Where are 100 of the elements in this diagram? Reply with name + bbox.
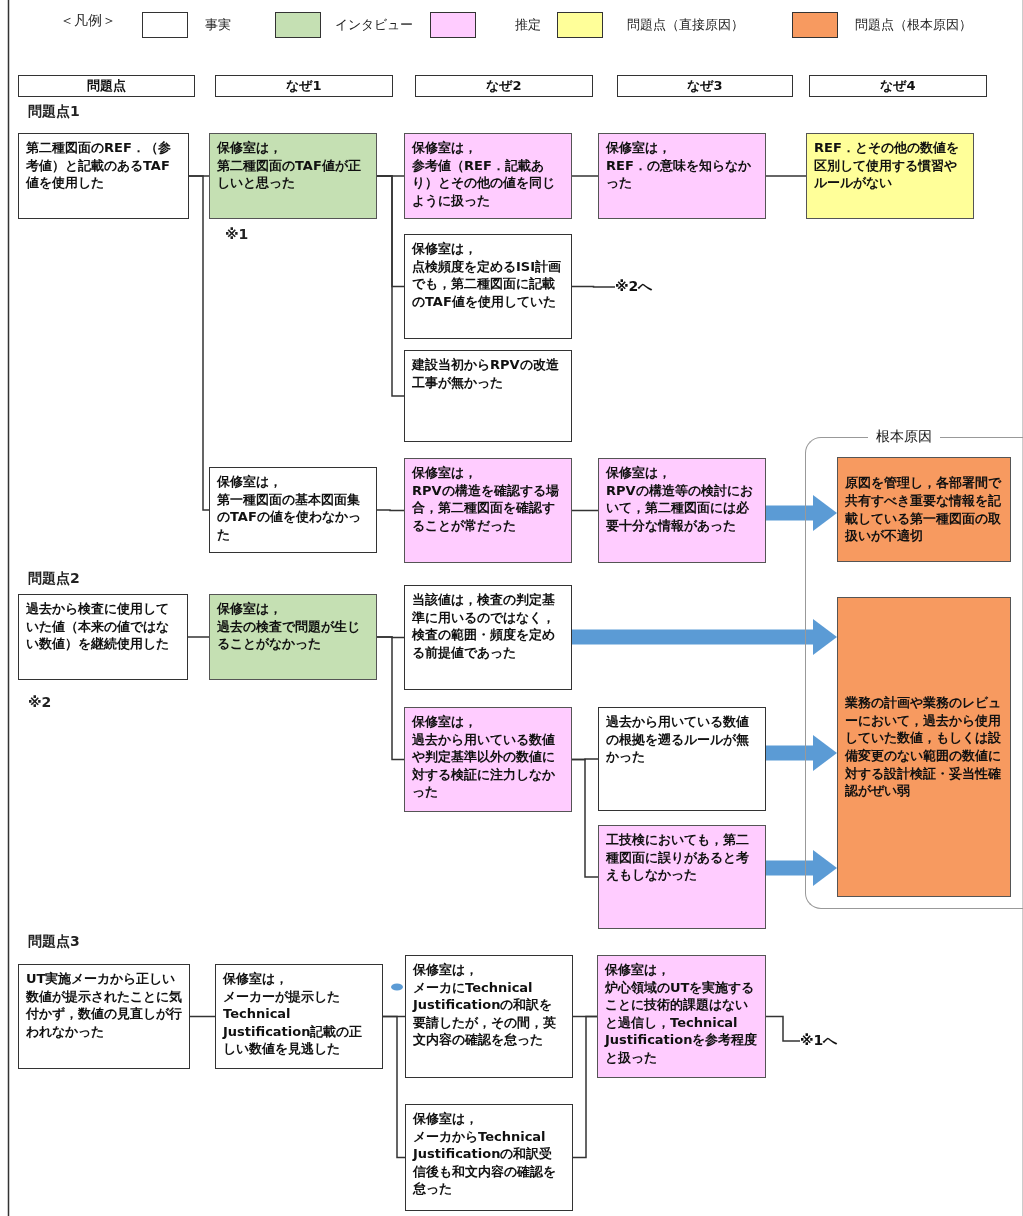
note-text: ※2へ — [615, 277, 685, 297]
legend-title: ＜凡例＞ — [60, 12, 116, 30]
block-arrow — [572, 619, 837, 655]
connector-line — [189, 1015, 216, 1018]
column-header — [617, 75, 793, 97]
node-text: 当該値は，検査の判定基準に用いるのではなく，検査の範囲・頻度を定める前提値であった — [412, 591, 556, 662]
section-heading: 問題点3 — [28, 933, 80, 951]
estimate-box — [598, 458, 766, 563]
estimate-box — [598, 825, 766, 929]
node-text: 保修室は， — [606, 139, 672, 157]
estimate-box — [597, 955, 766, 1078]
section-heading: 問題点1 — [28, 103, 80, 121]
fact-box — [598, 707, 766, 811]
node-text: 過去から検査に使用していた値（本来の値ではない数値）を継続使用した — [26, 600, 170, 653]
fact-box — [18, 133, 189, 219]
interview-box — [209, 594, 377, 680]
node-text: 保修室は， — [413, 1110, 479, 1128]
connector-line — [571, 509, 599, 512]
header-text: 問題点 — [87, 77, 126, 95]
header-text: なぜ1 — [286, 77, 322, 95]
connector-line — [376, 509, 405, 512]
fact-box — [18, 594, 188, 680]
node-text: 保修室は， — [606, 464, 672, 482]
node-text: 保修室は， — [412, 240, 478, 258]
node-text: メーカからTechnical Justificationの和訳受信後も和文内容の確認を怠った — [413, 1127, 557, 1198]
node-text: 保修室は， — [217, 139, 283, 157]
node-text: 原図を管理し，各部署間で共有すべき重要な情報を記載している第一種図面の取扱いが不適切 — [845, 474, 1003, 545]
fact-box — [405, 1104, 573, 1211]
root-cause-box — [837, 597, 1011, 897]
node-text: RPVの構造を確認する場合，第二種図面を確認することが常だった — [412, 481, 560, 535]
node-text: REF．の意味を知らなかった — [606, 156, 752, 192]
connector-line — [376, 175, 405, 397]
connector-line — [376, 636, 405, 761]
connector-line — [188, 175, 210, 511]
connector-line — [765, 175, 807, 177]
block-arrow — [766, 735, 837, 771]
estimate-box — [404, 458, 572, 563]
estimate-box — [404, 133, 572, 219]
note-mark: ※2 — [28, 694, 52, 710]
node-text: 建設当初からRPVの改造工事が無かった — [412, 356, 560, 392]
node-text: 炉心領域のUTを実施することに技術的課題はないと過信し，Technical Justificationを参考程度と扱った — [605, 978, 758, 1067]
node-text: 第一種図面の基本図面集のTAFの値を使わなかった — [217, 490, 362, 544]
legend-text: 推定 — [515, 16, 541, 34]
legend-text: インタビュー — [335, 16, 413, 34]
direct-cause-box — [806, 133, 974, 219]
legend-text: 事実 — [205, 16, 231, 34]
header-text: なぜ2 — [486, 77, 522, 95]
node-text: 保修室は， — [412, 139, 478, 157]
estimate-box — [598, 133, 766, 219]
block-arrow — [766, 850, 837, 886]
fact-box — [404, 234, 572, 339]
interview-box — [209, 133, 377, 219]
note-mark: ※1 — [225, 226, 249, 242]
fact-box — [404, 585, 572, 690]
connector-line — [765, 1015, 801, 1042]
note-text: ※1へ — [800, 1031, 870, 1051]
root-cause-box — [837, 457, 1011, 562]
group-heading: 根本原因 — [868, 427, 940, 446]
node-text: 保修室は， — [223, 970, 289, 988]
connector-line — [187, 636, 210, 638]
header-text: なぜ4 — [880, 77, 916, 95]
node-text: 過去から用いている数値や判定基準以外の数値に対する検証に注力しなかった — [412, 730, 556, 801]
node-text: 保修室は， — [412, 464, 478, 482]
node-text: 保修室は， — [605, 961, 671, 979]
fact-box — [215, 964, 383, 1069]
node-text: 点検頻度を定めるISI計画でも，第二種図面に記載のTAF値を使用していた — [412, 257, 563, 311]
block-arrow — [766, 495, 837, 531]
legend-text: 問題点（根本原因） — [855, 16, 972, 34]
node-text: 保修室は， — [413, 961, 479, 979]
fact-box — [404, 350, 572, 442]
header-text: なぜ3 — [687, 77, 723, 95]
node-text: 保修室は， — [412, 713, 478, 731]
node-text: UT実施メーカから正しい数値が提示されたことに気付かず，数値の見直しが行われなかった — [26, 970, 182, 1041]
node-text: 第二種図面のREF．（参考値）と記載のあるTAF値を使用した — [26, 139, 172, 192]
estimate-box — [404, 707, 572, 812]
connector-line — [571, 758, 599, 878]
node-text: 第二種図面のTAF値が正しいと思った — [217, 156, 362, 192]
node-text: 過去の検査で問題が生じることがなかった — [217, 617, 361, 653]
node-text: 業務の計画や業務のレビューにおいて，過去から使用していた数値，もしくは設備変更のない範囲の数値に対する設計検証・妥当性確認がぜい弱 — [845, 694, 1002, 800]
column-header — [215, 75, 393, 97]
fact-box — [209, 467, 377, 553]
node-text: 保修室は， — [217, 473, 283, 491]
connector-line — [571, 175, 599, 177]
column-header — [18, 75, 195, 97]
connector-line — [571, 285, 616, 288]
column-header — [809, 75, 987, 97]
fact-box — [18, 964, 190, 1069]
node-text: RPVの構造等の検討において，第二種図面には必要十分な情報があった — [606, 481, 754, 535]
node-text: 過去から用いている数値の根拠を遡るルールが無かった — [606, 713, 750, 766]
node-text: 工技検においても，第二種図面に誤りがあると考えもしなかった — [606, 831, 750, 884]
fact-box — [405, 955, 573, 1078]
node-text: メーカにTechnical Justificationの和訳を要請したが，その間，英文内容の確認を怠った — [413, 978, 557, 1049]
node-text: 保修室は， — [217, 600, 283, 618]
connector-line — [382, 1015, 406, 1159]
node-text: メーカーが提示したTechnical Justification記載の正しい数値を見逃した — [223, 987, 364, 1058]
node-text: REF．とその他の数値を区別して使用する慣習やルールがない — [814, 139, 960, 192]
node-text: 参考値（REF．記載あり）とその他の値を同じように扱った — [412, 156, 556, 210]
column-header — [415, 75, 593, 97]
connector-line — [572, 1015, 598, 1159]
legend-text: 問題点（直接原因） — [627, 16, 744, 34]
